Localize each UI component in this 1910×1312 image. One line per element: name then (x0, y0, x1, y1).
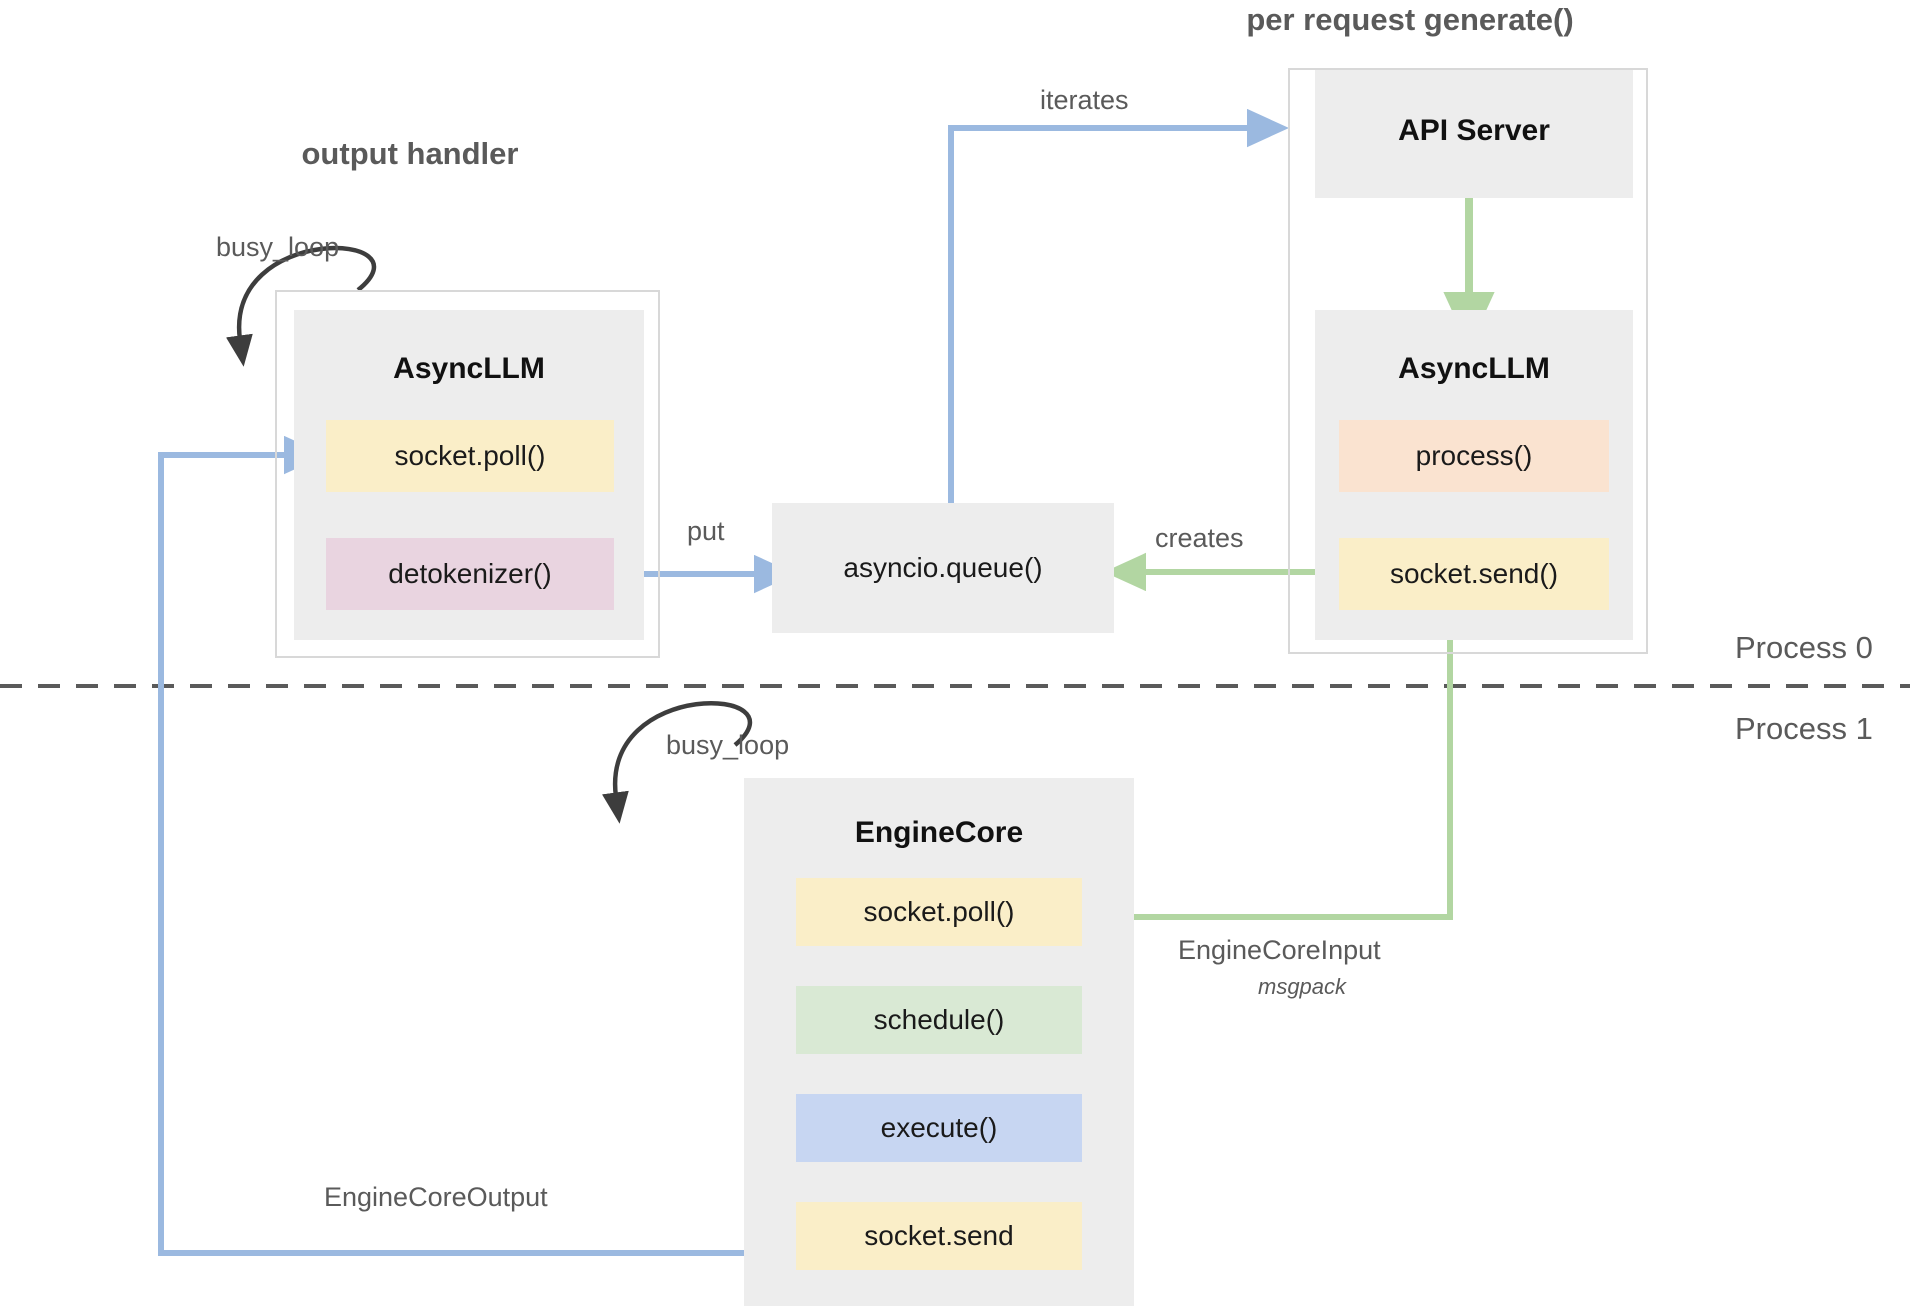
component-enginecore-title: EngineCore (854, 816, 1024, 849)
node-asyncio-queue[interactable]: asyncio.queue() (772, 503, 1114, 633)
title-output-handler: output handler (301, 136, 519, 171)
label-process-0: Process 0 (1735, 630, 1873, 665)
chip-process[interactable]: process() (1339, 420, 1609, 492)
component-asyncllm-left: AsyncLLM socket.poll() detokenizer() (294, 310, 644, 640)
chip-socket-poll-left[interactable]: socket.poll() (326, 420, 614, 492)
component-asyncllm-right-title: AsyncLLM (1398, 352, 1550, 385)
component-asyncllm-left-title: AsyncLLM (393, 352, 545, 385)
component-api-server: API Server (1315, 70, 1633, 198)
component-asyncllm-right: AsyncLLM process() socket.send() (1315, 310, 1633, 640)
label-iterates: iterates (1040, 85, 1129, 115)
chip-socket-poll-enginecore[interactable]: socket.poll() (796, 878, 1082, 946)
label-enginecoreoutput: EngineCoreOutput (324, 1182, 548, 1212)
label-enginecoreinput: EngineCoreInput (1178, 935, 1381, 965)
label-process-1: Process 1 (1735, 711, 1873, 746)
frame-per-request-generate (1288, 68, 1648, 654)
chip-detokenizer[interactable]: detokenizer() (326, 538, 614, 610)
label-enginecoreinput-format: msgpack (1258, 974, 1347, 999)
label-creates: creates (1155, 523, 1244, 553)
label-busyloop-output-handler: busy_loop (216, 232, 340, 262)
chip-socket-send-right[interactable]: socket.send() (1339, 538, 1609, 610)
arrow-iterates (948, 108, 1289, 505)
label-busyloop-engine-core: busy_loop (666, 730, 790, 760)
component-api-server-title: API Server (1398, 114, 1550, 147)
component-enginecore: EngineCore socket.poll() schedule() exec… (744, 778, 1134, 1306)
frame-output-handler (275, 290, 660, 658)
chip-execute[interactable]: execute() (796, 1094, 1082, 1162)
chip-schedule[interactable]: schedule() (796, 986, 1082, 1054)
chip-socket-send-enginecore[interactable]: socket.send (796, 1202, 1082, 1270)
label-put: put (687, 516, 725, 546)
title-per-request-generate: per request generate() (1246, 2, 1574, 37)
